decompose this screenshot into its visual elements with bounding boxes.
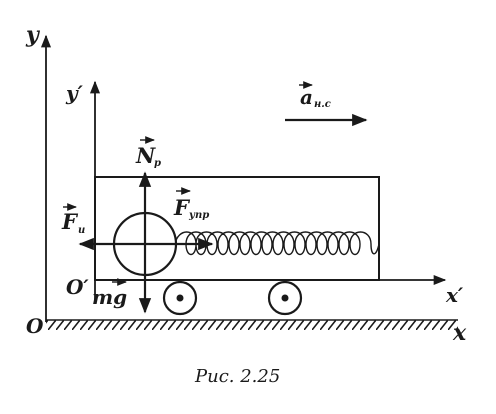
- label-normal-force: N р: [135, 136, 161, 169]
- ground: [46, 319, 458, 330]
- x-axis-label: x: [452, 320, 467, 346]
- wheel-right: [267, 280, 303, 316]
- label-gravity-force: mg: [92, 278, 127, 309]
- svg-text:F: F: [173, 195, 191, 220]
- svg-text:F: F: [61, 209, 79, 234]
- spring: [174, 231, 380, 256]
- svg-text:N: N: [135, 143, 156, 168]
- x-prime-axis-label: x′: [445, 283, 464, 307]
- svg-text:и: и: [78, 225, 85, 236]
- svg-text:упр: упр: [188, 210, 209, 221]
- svg-text:р: р: [154, 158, 161, 169]
- svg-text:a: a: [300, 85, 313, 109]
- svg-text:mg: mg: [92, 285, 127, 309]
- y-prime-axis-label: y′: [65, 81, 84, 105]
- y-axis-label: y: [25, 22, 41, 48]
- origin-prime-label: O′: [66, 275, 89, 299]
- label-inertial-force: F и: [61, 203, 85, 236]
- svg-text:н.с: н.с: [314, 99, 331, 110]
- label-elastic-force: F упр: [173, 187, 209, 221]
- wheel-left: [162, 280, 198, 316]
- cart-body: [94, 176, 380, 281]
- figure-caption: Рис. 2.25: [194, 366, 280, 387]
- label-acceleration: a н.с: [299, 81, 331, 110]
- origin-label: O: [26, 314, 44, 338]
